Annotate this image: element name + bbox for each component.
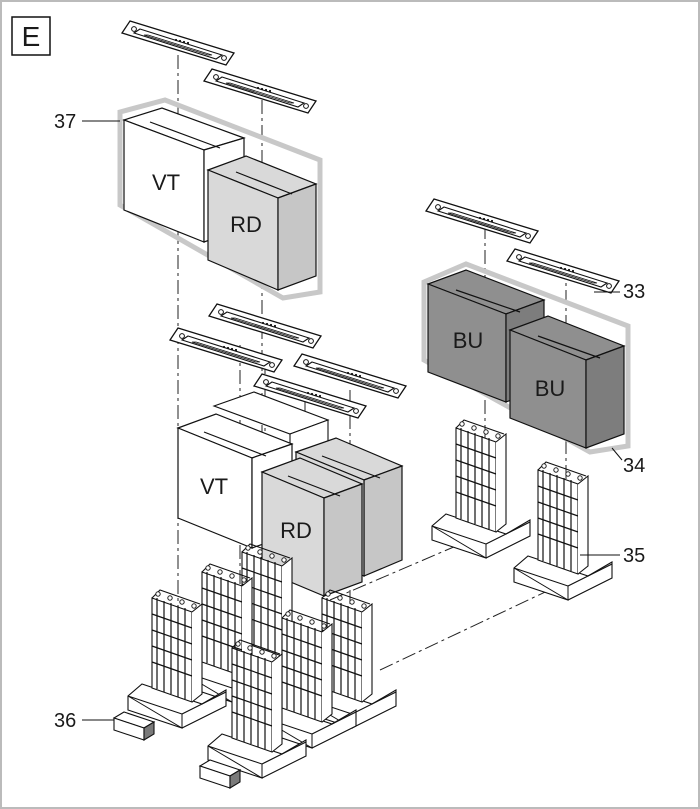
panel-letter: E xyxy=(22,21,41,52)
callout-37: 37 xyxy=(54,111,76,133)
module-34-group xyxy=(421,261,631,455)
block-label-bu-left: BU xyxy=(453,328,484,353)
callout-leaders xyxy=(82,120,623,721)
block-label-rd-top: RD xyxy=(230,212,262,237)
module-37-group xyxy=(117,97,323,301)
block-label-rd-mid: RD xyxy=(280,518,312,543)
middle-module-group xyxy=(176,391,404,597)
block-label-vt-mid: VT xyxy=(200,474,228,499)
panel-letter-box xyxy=(11,16,51,56)
callout-33: 33 xyxy=(623,281,645,303)
end-piece xyxy=(112,711,156,741)
end-piece xyxy=(198,759,242,789)
block-label-vt-top: VT xyxy=(152,170,180,195)
block-label-bu-right: BU xyxy=(535,376,566,401)
callout-34: 34 xyxy=(623,455,645,477)
callout-35: 35 xyxy=(623,545,645,567)
callout-36: 36 xyxy=(54,710,76,732)
